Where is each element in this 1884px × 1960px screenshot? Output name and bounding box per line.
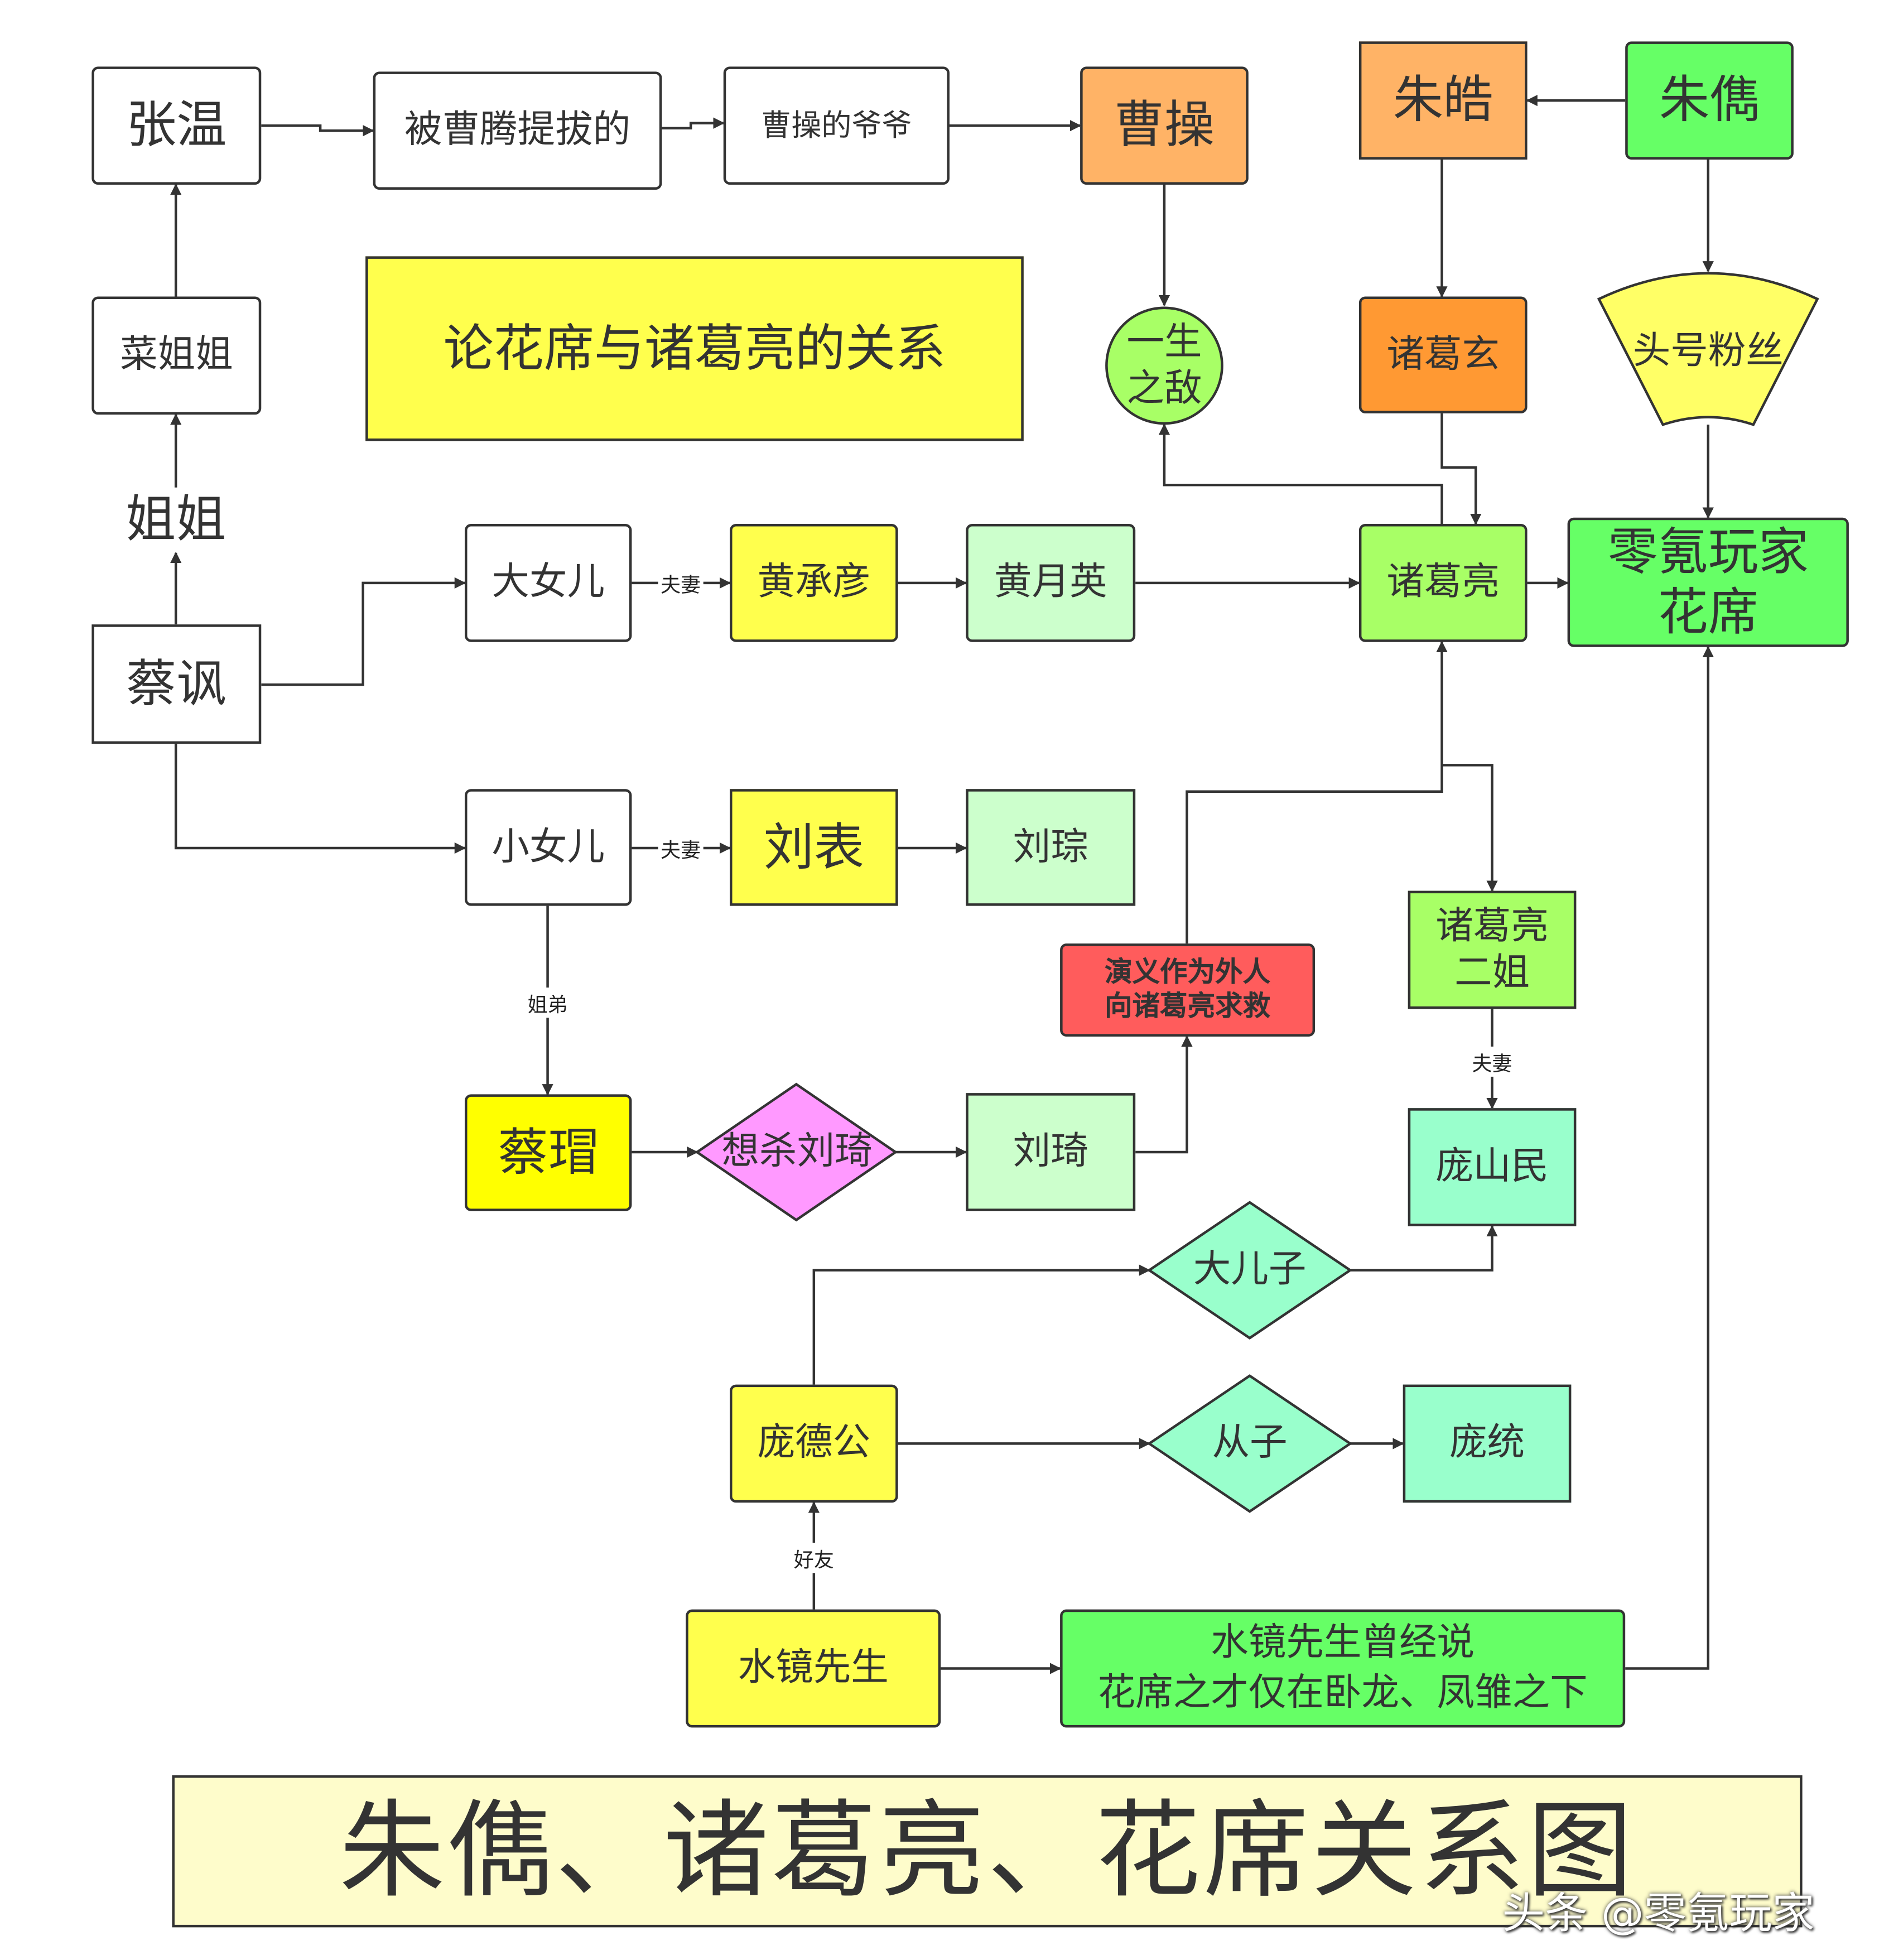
edge-label-haoyou: 好友 (791, 1543, 837, 1573)
edge-zhugeliang-enemy (1158, 423, 1443, 524)
lifelong-enemy-node[interactable]: 一生 之敌 (1126, 320, 1202, 411)
youngest-daughter-node[interactable]: 小女儿 (464, 789, 632, 906)
fan-sector-shape (1597, 272, 1819, 426)
eldest-daughter-node[interactable]: 大女儿 (464, 524, 632, 642)
shuijing-said-node[interactable]: 水镜先生曾经说 花席之才仅在卧龙、凤雏之下 (1060, 1609, 1626, 1728)
edge-label-jiedi: 姐弟 (525, 987, 571, 1018)
edge-liuqi-plea (1135, 1035, 1193, 1154)
cao-cao-node[interactable]: 曹操 (1080, 66, 1249, 185)
cong-zi-node[interactable]: 从子 (1212, 1421, 1288, 1466)
zhu-jun-node[interactable]: 朱儁 (1625, 41, 1794, 160)
liu-qi-node[interactable]: 刘琦 (966, 1093, 1136, 1211)
cao-cao-grandfather-node[interactable]: 曹操的爷爷 (723, 66, 950, 185)
outsider-plea-node[interactable]: 演义作为外人 向诸葛亮求救 (1060, 943, 1316, 1037)
edge-zhangwen-promoted (261, 124, 374, 137)
pang-shanmin-node[interactable]: 庞山民 (1408, 1108, 1577, 1226)
cai-mao-node[interactable]: 蔡瑁 (464, 1094, 632, 1211)
pang-degong-node[interactable]: 庞德公 (730, 1384, 898, 1503)
zhuge-second-sister-node[interactable]: 诸葛亮 二姐 (1408, 890, 1577, 1009)
edge-caifeng-eldest (261, 577, 466, 686)
main-title-node[interactable]: 论花席与诸葛亮的关系 (365, 256, 1024, 441)
edge-label-fuqi-3: 夫妻 (1469, 1046, 1515, 1077)
want-kill-liu-qi-node[interactable]: 想杀刘琦 (721, 1130, 873, 1174)
eldest-son-diamond-shape (1146, 1201, 1353, 1340)
watermark-text: 头条 @零氪玩家 (1502, 1889, 1815, 1939)
edge-caifeng-youngest (174, 744, 466, 854)
edge-label-fuqi-1: 夫妻 (658, 567, 704, 598)
huang-yueying-node[interactable]: 黄月英 (966, 524, 1136, 642)
pang-tong-node[interactable]: 庞统 (1403, 1384, 1572, 1503)
number-one-fan-node[interactable]: 头号粉丝 (1632, 329, 1784, 374)
edge-degong-eldestson (812, 1264, 1150, 1385)
player-huaxi-node[interactable]: 零氪玩家 花席 (1567, 517, 1849, 647)
congzi-diamond-shape (1146, 1374, 1353, 1513)
cai-feng-node[interactable]: 蔡讽 (91, 624, 262, 744)
jiejie-text: 姐姐 (126, 491, 227, 550)
zhuge-liang-node[interactable]: 诸葛亮 (1358, 524, 1528, 642)
edge-zhugexuan-zhugeliang (1440, 413, 1482, 526)
promoted-by-cao-teng-node[interactable]: 被曹腾提拔的 (373, 71, 662, 190)
liu-cong-node[interactable]: 刘琮 (966, 789, 1136, 906)
eldest-son-node[interactable]: 大儿子 (1193, 1248, 1307, 1292)
zhu-hao-node[interactable]: 朱皓 (1358, 41, 1528, 160)
kill-diamond-shape (695, 1082, 898, 1222)
edge-zhugeliang-secondsister (1442, 764, 1498, 892)
shuijing-node[interactable]: 水镜先生 (686, 1609, 941, 1728)
zhang-wen-node[interactable]: 张温 (91, 66, 262, 185)
banner-title: 朱儁、诸葛亮、花席关系图 (172, 1775, 1803, 1928)
liu-biao-node[interactable]: 刘表 (730, 789, 898, 906)
edge-promoted-grandfather (662, 117, 725, 129)
huang-chengyan-node[interactable]: 黄承彦 (730, 524, 898, 642)
zhuge-xuan-node[interactable]: 诸葛玄 (1358, 296, 1528, 413)
edge-plea-zhugeliang (1186, 641, 1448, 944)
cai-jiejie-node[interactable]: 菜姐姐 (91, 296, 262, 415)
lifelong-enemy-circle (1105, 306, 1223, 425)
edge-label-fuqi-2: 夫妻 (658, 833, 704, 864)
edge-eldestson-pangshanmin (1350, 1225, 1498, 1272)
edge-said-player (1625, 646, 1714, 1670)
